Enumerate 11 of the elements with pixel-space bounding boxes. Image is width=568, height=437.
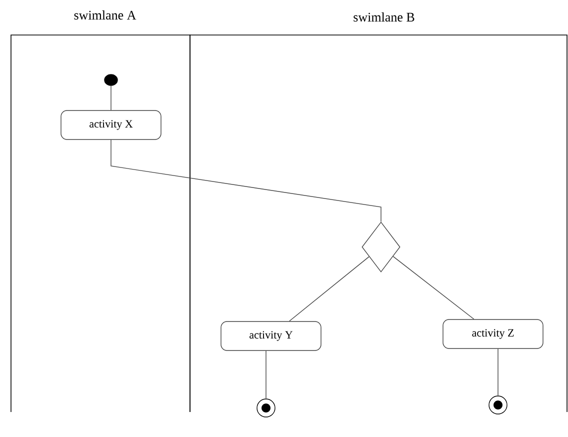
decision-diamond [362, 222, 400, 272]
end-node [488, 396, 508, 414]
activity-box: activity X [60, 110, 162, 140]
connector-line [110, 86, 112, 110]
activity-box: activity Z [442, 319, 544, 349]
activity-box: activity Y [220, 321, 322, 351]
connector-line [110, 140, 382, 222]
connector-line [392, 256, 474, 320]
start-node [104, 74, 118, 86]
connector-line [289, 256, 370, 322]
end-node [256, 398, 276, 418]
